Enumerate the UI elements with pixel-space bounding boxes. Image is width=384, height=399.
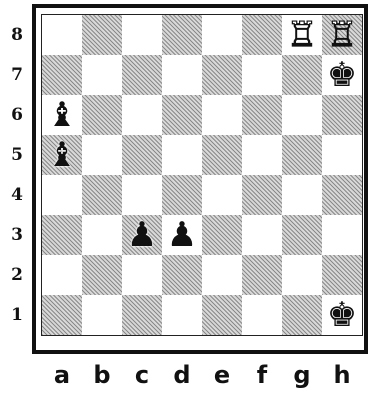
black-bishop-a5[interactable]: ♝ bbox=[47, 135, 77, 175]
square-c6[interactable] bbox=[122, 95, 162, 135]
square-a6[interactable]: ♝ bbox=[42, 95, 82, 135]
black-king-h7[interactable]: ♚ bbox=[327, 55, 357, 95]
file-label-h: h bbox=[322, 360, 362, 390]
square-h3[interactable] bbox=[322, 215, 362, 255]
square-d5[interactable] bbox=[162, 135, 202, 175]
square-a7[interactable] bbox=[42, 55, 82, 95]
file-label-d: d bbox=[162, 360, 202, 390]
rank-label-2: 2 bbox=[6, 255, 28, 295]
square-a5[interactable]: ♝ bbox=[42, 135, 82, 175]
square-c5[interactable] bbox=[122, 135, 162, 175]
square-c1[interactable] bbox=[122, 295, 162, 335]
file-label-a: a bbox=[42, 360, 82, 390]
square-d8[interactable] bbox=[162, 15, 202, 55]
square-a4[interactable] bbox=[42, 175, 82, 215]
file-label-b: b bbox=[82, 360, 122, 390]
rank-label-1: 1 bbox=[6, 295, 28, 335]
square-d1[interactable] bbox=[162, 295, 202, 335]
square-c8[interactable] bbox=[122, 15, 162, 55]
white-rook-g8[interactable]: ♖ bbox=[287, 15, 317, 55]
square-h4[interactable] bbox=[322, 175, 362, 215]
square-f8[interactable] bbox=[242, 15, 282, 55]
square-g7[interactable] bbox=[282, 55, 322, 95]
square-g4[interactable] bbox=[282, 175, 322, 215]
square-c3[interactable]: ♟ bbox=[122, 215, 162, 255]
square-e5[interactable] bbox=[202, 135, 242, 175]
rank-label-8: 8 bbox=[6, 15, 28, 55]
square-h7[interactable]: ♚ bbox=[322, 55, 362, 95]
square-a3[interactable] bbox=[42, 215, 82, 255]
square-b8[interactable] bbox=[82, 15, 122, 55]
black-pawn-c3[interactable]: ♟ bbox=[127, 215, 157, 255]
square-c7[interactable] bbox=[122, 55, 162, 95]
square-f4[interactable] bbox=[242, 175, 282, 215]
square-f2[interactable] bbox=[242, 255, 282, 295]
square-d4[interactable] bbox=[162, 175, 202, 215]
square-b7[interactable] bbox=[82, 55, 122, 95]
square-c4[interactable] bbox=[122, 175, 162, 215]
black-king-h1[interactable]: ♚ bbox=[327, 295, 357, 335]
square-b1[interactable] bbox=[82, 295, 122, 335]
square-f5[interactable] bbox=[242, 135, 282, 175]
square-h5[interactable] bbox=[322, 135, 362, 175]
square-e8[interactable] bbox=[202, 15, 242, 55]
chessboard[interactable]: ♖♖♚♝♝♟♟♚ bbox=[42, 15, 362, 335]
rank-label-5: 5 bbox=[6, 135, 28, 175]
file-label-f: f bbox=[242, 360, 282, 390]
square-e7[interactable] bbox=[202, 55, 242, 95]
square-g3[interactable] bbox=[282, 215, 322, 255]
square-d7[interactable] bbox=[162, 55, 202, 95]
square-h2[interactable] bbox=[322, 255, 362, 295]
square-c2[interactable] bbox=[122, 255, 162, 295]
rank-label-4: 4 bbox=[6, 175, 28, 215]
file-label-g: g bbox=[282, 360, 322, 390]
square-e3[interactable] bbox=[202, 215, 242, 255]
square-f7[interactable] bbox=[242, 55, 282, 95]
square-b5[interactable] bbox=[82, 135, 122, 175]
square-e2[interactable] bbox=[202, 255, 242, 295]
square-g5[interactable] bbox=[282, 135, 322, 175]
square-g8[interactable]: ♖ bbox=[282, 15, 322, 55]
black-pawn-d3[interactable]: ♟ bbox=[167, 215, 197, 255]
file-label-e: e bbox=[202, 360, 242, 390]
square-e1[interactable] bbox=[202, 295, 242, 335]
square-d2[interactable] bbox=[162, 255, 202, 295]
square-f6[interactable] bbox=[242, 95, 282, 135]
square-a8[interactable] bbox=[42, 15, 82, 55]
square-h8[interactable]: ♖ bbox=[322, 15, 362, 55]
square-a2[interactable] bbox=[42, 255, 82, 295]
square-f1[interactable] bbox=[242, 295, 282, 335]
rank-label-6: 6 bbox=[6, 95, 28, 135]
square-f3[interactable] bbox=[242, 215, 282, 255]
square-a1[interactable] bbox=[42, 295, 82, 335]
file-label-c: c bbox=[122, 360, 162, 390]
square-h1[interactable]: ♚ bbox=[322, 295, 362, 335]
square-g2[interactable] bbox=[282, 255, 322, 295]
square-h6[interactable] bbox=[322, 95, 362, 135]
rank-label-7: 7 bbox=[6, 55, 28, 95]
square-d6[interactable] bbox=[162, 95, 202, 135]
square-b2[interactable] bbox=[82, 255, 122, 295]
square-g1[interactable] bbox=[282, 295, 322, 335]
black-bishop-a6[interactable]: ♝ bbox=[47, 95, 77, 135]
square-e6[interactable] bbox=[202, 95, 242, 135]
square-g6[interactable] bbox=[282, 95, 322, 135]
square-e4[interactable] bbox=[202, 175, 242, 215]
square-b4[interactable] bbox=[82, 175, 122, 215]
square-d3[interactable]: ♟ bbox=[162, 215, 202, 255]
square-b6[interactable] bbox=[82, 95, 122, 135]
white-rook-h8[interactable]: ♖ bbox=[327, 15, 357, 55]
square-b3[interactable] bbox=[82, 215, 122, 255]
rank-label-3: 3 bbox=[6, 215, 28, 255]
